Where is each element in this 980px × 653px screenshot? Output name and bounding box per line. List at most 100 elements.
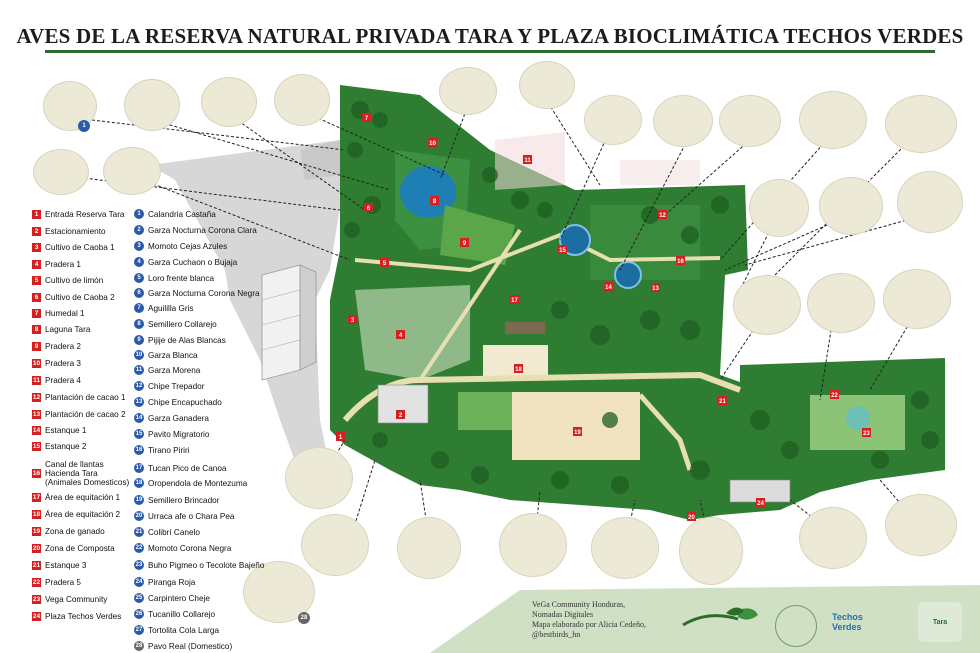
marker-4: 4	[399, 333, 403, 339]
marker-24: 24	[757, 501, 764, 507]
marker-21: 21	[719, 399, 726, 405]
marker-8: 8	[433, 199, 437, 205]
marker-1: 1	[339, 435, 343, 441]
bird-circle-13	[886, 96, 956, 152]
marker-9: 9	[463, 241, 467, 247]
bird-circle-12	[800, 92, 866, 148]
marker-23: 23	[863, 431, 870, 437]
bird-circle-19	[884, 270, 950, 328]
bird-badge-1: 1	[78, 120, 90, 132]
bird-circle-9	[585, 96, 641, 144]
title-underline	[45, 50, 935, 53]
marker-19: 19	[574, 430, 581, 436]
leaf-logo	[682, 607, 758, 627]
marker-22: 22	[831, 393, 838, 399]
bird-circle-8	[520, 62, 574, 108]
marker-17: 17	[511, 298, 518, 304]
diagonal-path	[418, 228, 522, 382]
bird-badge-28: 28	[298, 612, 310, 624]
stable	[505, 322, 545, 334]
footer-band	[430, 585, 980, 653]
horse-area-1	[483, 345, 548, 380]
estanque-3	[846, 406, 870, 430]
estanque-2	[614, 261, 642, 289]
neighbour-roof-2	[620, 160, 700, 185]
bird-circle-4	[275, 75, 329, 125]
river-path	[638, 393, 693, 471]
bird-circle-22	[680, 518, 742, 584]
tara-logo: Tara	[918, 602, 962, 642]
marker-6: 6	[367, 206, 371, 212]
marker-7: 7	[365, 116, 369, 122]
marker-14: 14	[605, 285, 612, 291]
bird-circle-24	[500, 514, 566, 576]
gray-lot	[300, 140, 340, 180]
marker-15: 15	[559, 248, 566, 254]
tower-building	[261, 264, 317, 381]
marker-3: 3	[351, 318, 355, 324]
tree-canopy	[344, 101, 939, 494]
bird-circle-18	[808, 274, 874, 332]
marker-18: 18	[515, 367, 522, 373]
road-area	[150, 140, 345, 475]
marker-20: 20	[688, 515, 695, 521]
bird-circle-26	[302, 515, 368, 575]
bird-circle-21	[800, 508, 866, 568]
open-field	[355, 285, 470, 380]
bird-circle-3	[202, 78, 256, 126]
bird-circle-16	[898, 172, 962, 232]
bird-circle-14	[750, 180, 808, 236]
bird-circle-27	[286, 448, 352, 508]
bird-circle-11	[720, 96, 780, 146]
marker-5: 5	[383, 261, 387, 267]
bird-circle-23	[592, 518, 658, 578]
marker-10: 10	[429, 141, 436, 147]
bird-circle-2	[125, 80, 179, 130]
bird-circle-6	[104, 148, 160, 194]
marker-16: 16	[677, 259, 684, 265]
bird-circle-17	[734, 276, 800, 334]
techos-verdes-logo: Techos Verdes	[832, 612, 863, 632]
bird-circle-10	[654, 96, 712, 146]
marker-11: 11	[524, 158, 531, 164]
